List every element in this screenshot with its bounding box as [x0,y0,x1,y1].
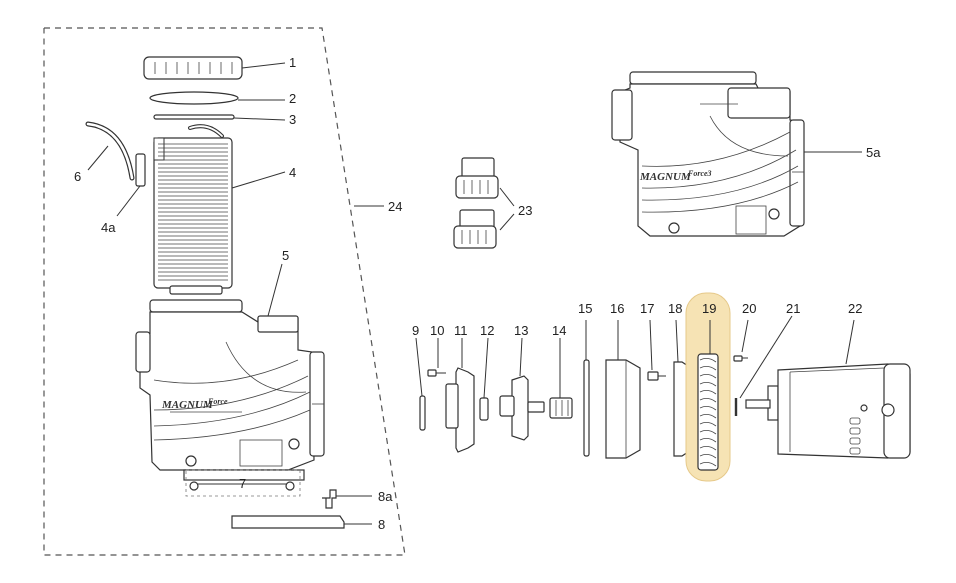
impeller-vane [699,430,717,435]
brand-suffix-front: Force [207,397,228,406]
impeller-vane [699,454,717,459]
label-3: 3 [289,112,296,127]
impeller-vane [699,398,717,403]
part-14-mechanical-seal [549,397,573,419]
part-4-strainer-basket [153,124,233,295]
label-17: 17 [640,301,654,316]
label-18: 18 [668,301,682,316]
impeller-vane [699,406,717,411]
impeller-vane [699,462,717,467]
part-15-o-ring [583,359,590,457]
label-22: 22 [848,301,862,316]
part-22-motor [745,363,911,459]
impeller-vane [699,358,717,363]
label-4: 4 [289,165,296,180]
label-10: 10 [430,323,444,338]
label-1: 1 [289,55,296,70]
label-4a: 4a [101,220,116,235]
impeller-vane [699,366,717,371]
brand-logo-front: MAGNUM [161,399,214,411]
part-2-lid [149,91,239,105]
label-19: 19 [702,301,716,316]
label-9: 9 [412,323,419,338]
label-24: 24 [388,199,402,214]
label-20: 20 [742,301,756,316]
impeller-vane [699,382,717,387]
label-14: 14 [552,323,566,338]
impeller-vane [699,422,717,427]
part-8-base-bracket [231,515,345,529]
label-15: 15 [578,301,592,316]
part-11-seal-plate [455,367,475,453]
part-16-impeller-housing [605,359,641,459]
part-20-screw [733,355,748,362]
label-13: 13 [514,323,528,338]
part-7-mounting-screws [185,469,301,497]
part-9-gasket [419,395,426,431]
part-4a-clip [135,153,146,187]
label-5a: 5a [866,145,881,160]
impeller-vane [699,390,717,395]
part-17-bolt [647,371,666,381]
label-5: 5 [282,248,289,263]
impeller-vane [699,446,717,451]
part-3-o-ring [153,114,235,120]
part-13-diffuser [499,375,545,441]
label-12: 12 [480,323,494,338]
part-19-impeller [697,353,719,471]
label-23: 23 [518,203,532,218]
impeller-vane [699,414,717,419]
part-8a-drain-plug [322,489,337,509]
part-5a-pump-housing-alt [611,71,805,237]
part-12-seal [479,397,489,421]
label-7: 7 [239,476,246,491]
part-23-union-fittings [453,157,499,249]
brand-logo-back: MAGNUM [639,171,692,183]
label-6: 6 [74,169,81,184]
part-1-lid-ring [143,56,243,80]
label-8: 8 [378,517,385,532]
label-11: 11 [454,323,468,338]
brand-suffix-back: Force3 [687,169,712,178]
label-16: 16 [610,301,624,316]
label-21: 21 [786,301,800,316]
part-10-screw [427,369,446,377]
impeller-vane [699,438,717,443]
part-5-pump-housing [135,299,325,481]
label-2: 2 [289,91,296,106]
label-8a: 8a [378,489,393,504]
impeller-vane [699,374,717,379]
